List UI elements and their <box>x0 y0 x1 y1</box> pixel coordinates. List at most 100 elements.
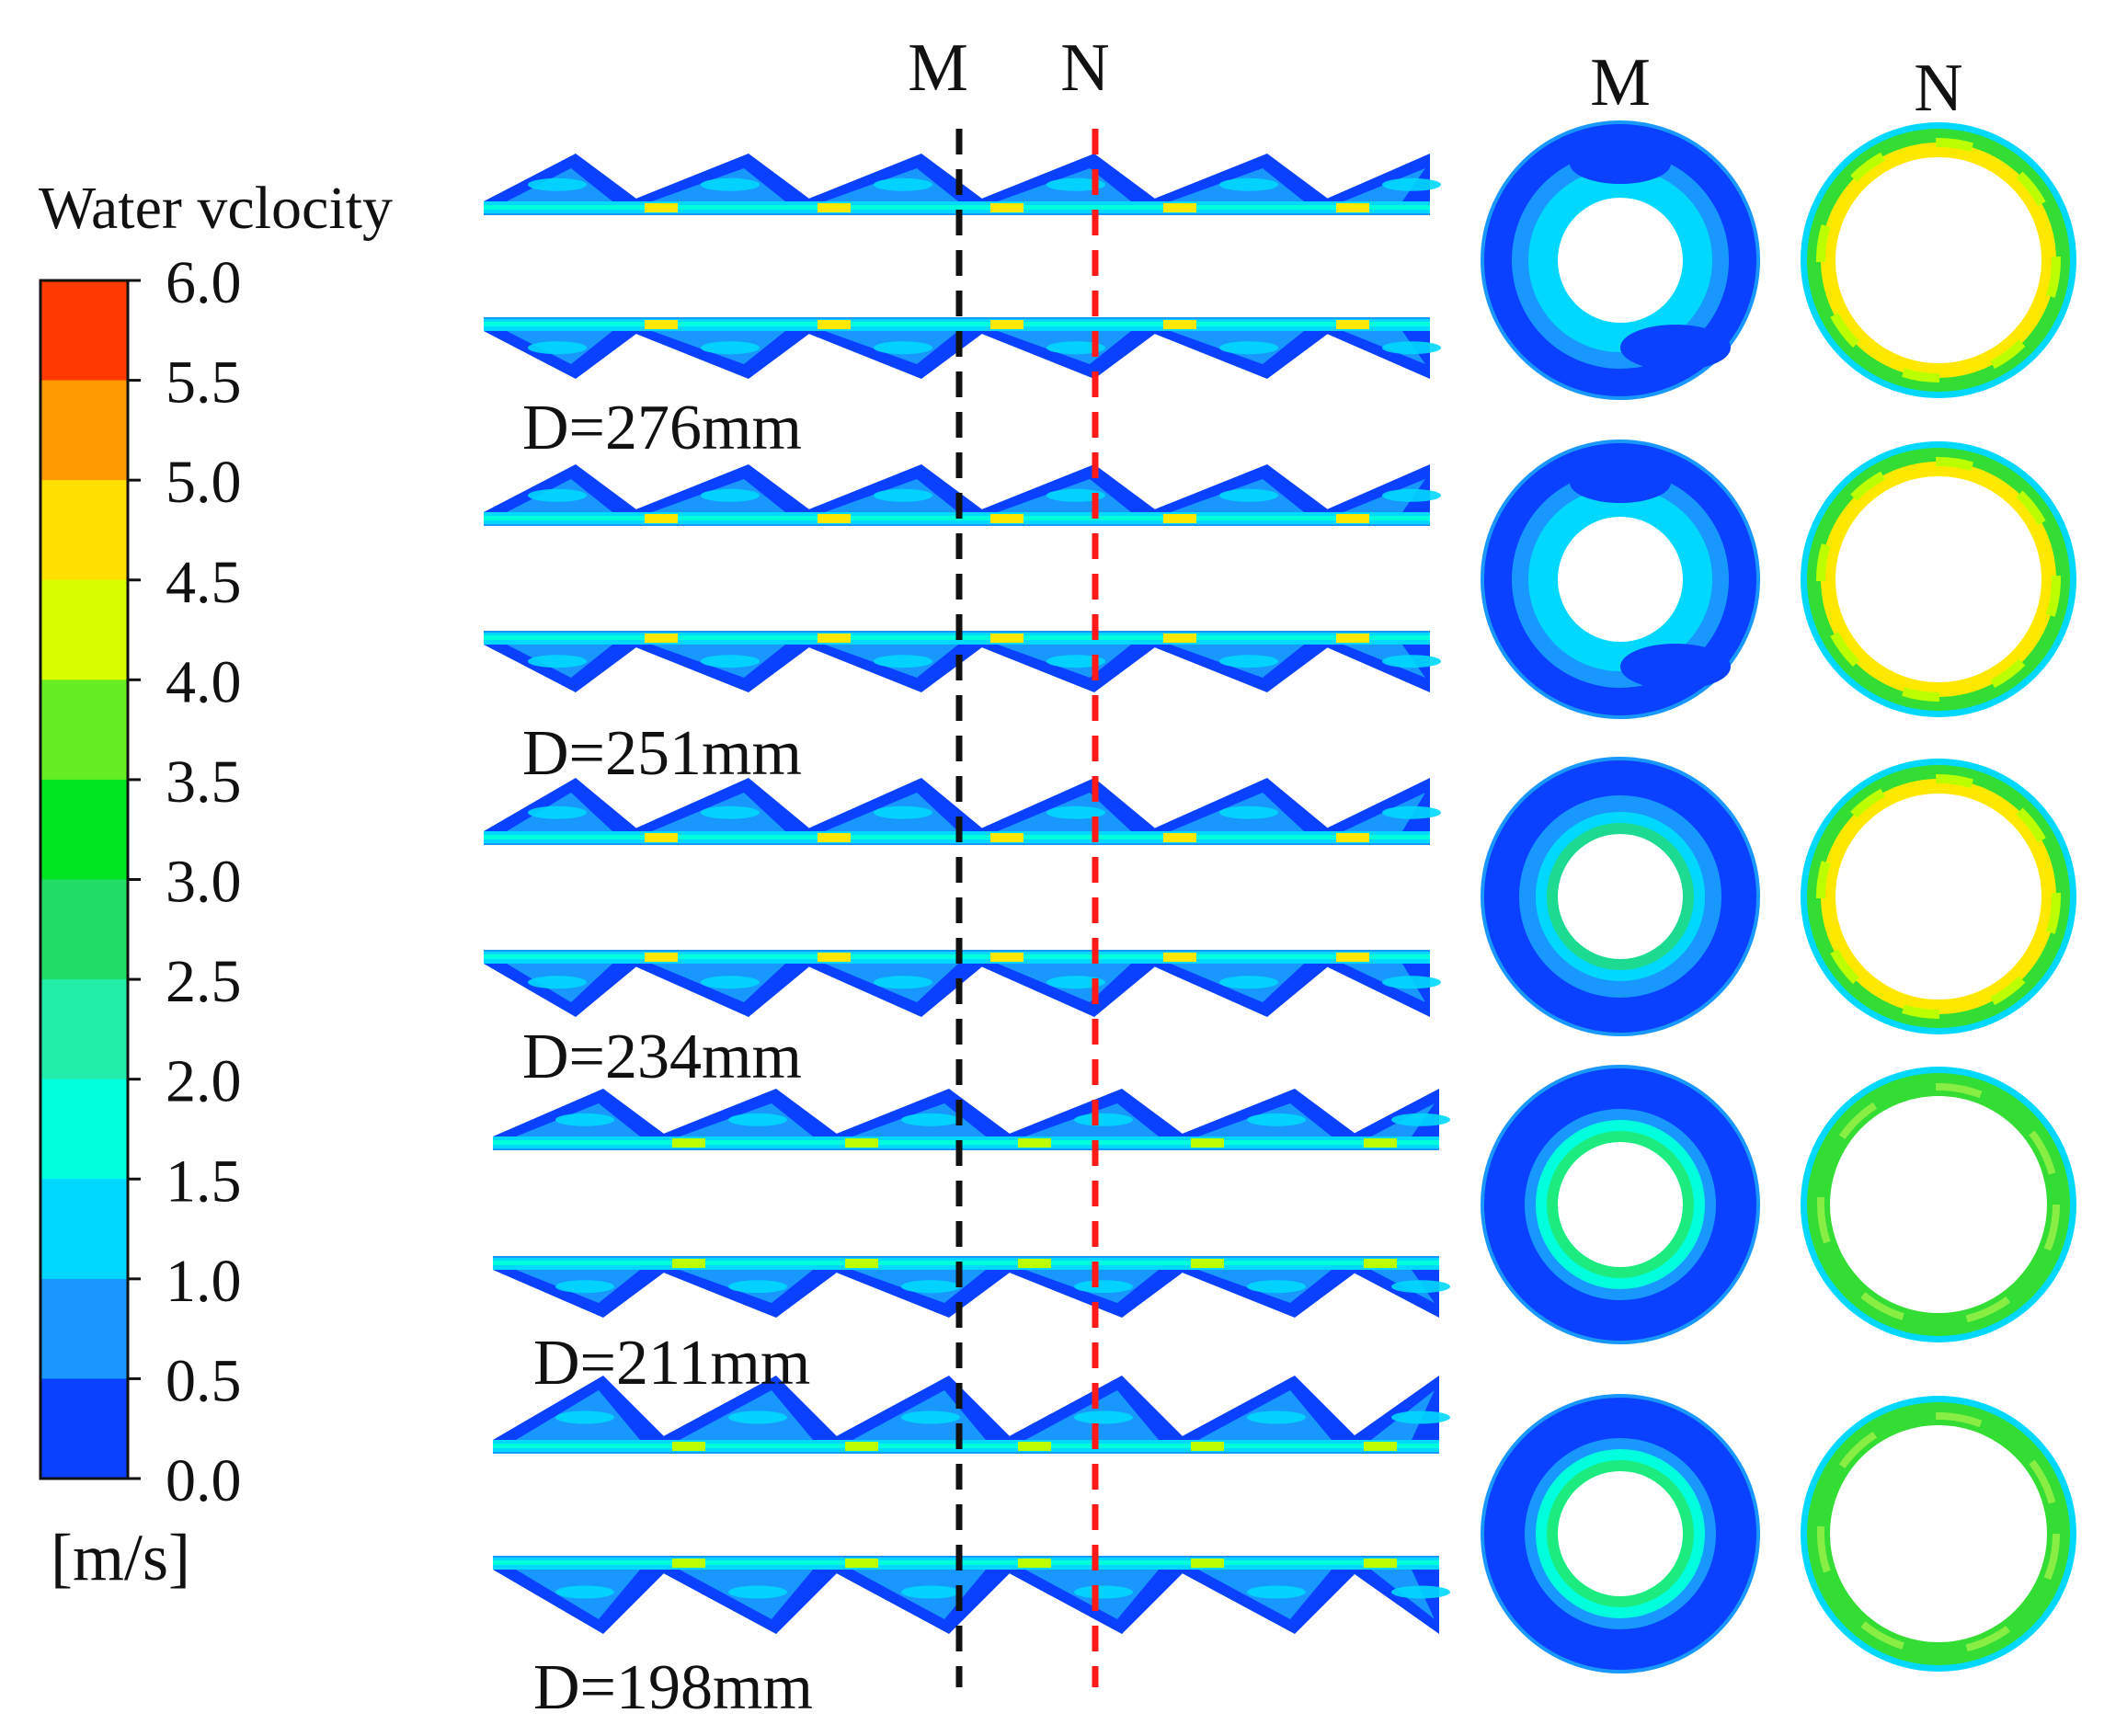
section-m-disc <box>1481 1065 1760 1344</box>
legend-tick-label: 4.0 <box>166 648 242 715</box>
flat-hotspot <box>845 1442 878 1451</box>
cavity-vortex <box>701 655 760 668</box>
cavity-vortex <box>1247 1113 1306 1126</box>
legend-tick-label: 6.0 <box>166 249 242 316</box>
disc-m-hole <box>1558 517 1683 642</box>
flat-hotspot <box>990 634 1023 643</box>
flat-hotspot <box>1336 953 1369 962</box>
cavity-vortex <box>874 976 932 989</box>
flat-hotspot <box>990 953 1023 962</box>
legend-tick-label: 5.5 <box>166 349 242 417</box>
disc-m-hole <box>1558 198 1683 323</box>
cavity-vortex <box>901 1113 960 1126</box>
cavity-vortex <box>528 488 587 502</box>
channel-core-flow <box>493 1444 1439 1448</box>
section-n-header-left: N <box>1060 30 1109 106</box>
flat-hotspot <box>1336 514 1369 523</box>
legend-tick-label: 2.0 <box>166 1048 242 1115</box>
section-n-disc <box>1801 759 2076 1034</box>
cavity-vortex <box>528 805 587 819</box>
legend-tick-labels: 6.05.55.04.54.03.53.02.52.01.51.00.50.0 <box>128 249 242 1514</box>
cavity-vortex <box>1382 488 1441 502</box>
legend-tick-label: 5.0 <box>166 449 242 516</box>
cavity-vortex <box>874 488 932 502</box>
flat-hotspot <box>1163 320 1196 329</box>
legend-tick-label: 1.5 <box>166 1148 242 1215</box>
cavity-vortex <box>1046 655 1105 668</box>
section-m-disc <box>1481 757 1760 1036</box>
channel-core-flow <box>493 1560 1439 1565</box>
section-m-header-left: M <box>908 30 968 106</box>
flat-hotspot <box>1191 1442 1224 1451</box>
cavity-vortex <box>1074 1410 1133 1424</box>
section-n-disc <box>1801 122 2076 398</box>
case-label-251: D=251mm <box>522 718 802 789</box>
cavity-vortex <box>1219 177 1278 191</box>
cavity-vortex <box>555 1280 614 1294</box>
legend-swatch <box>40 779 128 880</box>
section-m-disc <box>1481 120 1760 400</box>
cavity-vortex <box>1074 1585 1133 1599</box>
cavity-vortex <box>1046 976 1105 989</box>
legend-title: Water vclocity <box>39 175 393 242</box>
flat-hotspot <box>845 1259 878 1268</box>
cavity-vortex <box>555 1410 614 1424</box>
flat-hotspot <box>645 514 678 523</box>
cavity-vortex <box>1219 341 1278 355</box>
disc-n-hole <box>1835 157 2041 363</box>
channel-strip <box>484 950 1441 1017</box>
disc-m-slow-zone <box>1570 463 1671 503</box>
flat-hotspot <box>1364 1442 1397 1451</box>
flat-hotspot <box>645 634 678 643</box>
disc-n-hole <box>1835 476 2041 682</box>
cavity-vortex <box>901 1410 960 1424</box>
flat-hotspot <box>818 320 851 329</box>
cavity-vortex <box>1382 805 1441 819</box>
flat-hotspot <box>990 203 1023 212</box>
channel-strip <box>493 1089 1450 1150</box>
cavity-vortex <box>1074 1280 1133 1294</box>
flat-hotspot <box>645 833 678 842</box>
cavity-vortex <box>874 341 932 355</box>
flat-hotspot <box>672 1442 705 1451</box>
cavity-vortex <box>701 976 760 989</box>
section-n-disc <box>1801 1396 2076 1672</box>
legend-tick-label: 3.5 <box>166 748 242 816</box>
legend-swatch <box>40 1079 128 1180</box>
cavity-vortex <box>528 341 587 355</box>
flat-hotspot <box>1364 1259 1397 1268</box>
section-n-disc <box>1801 1067 2076 1342</box>
flat-hotspot <box>1364 1138 1397 1148</box>
cavity-vortex <box>555 1113 614 1126</box>
legend-swatch <box>40 1378 128 1479</box>
flat-hotspot <box>645 953 678 962</box>
flat-hotspot <box>1336 203 1369 212</box>
cross-section-discs <box>1481 120 2076 1673</box>
cavity-vortex <box>1391 1113 1450 1126</box>
disc-n-hole <box>1830 1425 2047 1642</box>
cavity-vortex <box>1382 976 1441 989</box>
cavity-vortex <box>728 1113 787 1126</box>
flat-hotspot <box>845 1138 878 1148</box>
flat-hotspot <box>845 1559 878 1568</box>
cavity-vortex <box>1219 488 1278 502</box>
channel-core-flow <box>484 205 1430 210</box>
cavity-vortex <box>901 1280 960 1294</box>
cavity-vortex <box>1219 805 1278 819</box>
legend-swatch <box>40 1278 128 1379</box>
legend-swatch <box>40 1179 128 1280</box>
cavity-vortex <box>1247 1585 1306 1599</box>
flat-hotspot <box>672 1138 705 1148</box>
section-m-disc <box>1481 1394 1760 1673</box>
legend-swatch <box>40 480 128 581</box>
disc-n-ring <box>1816 138 2061 383</box>
flat-hotspot <box>1191 1259 1224 1268</box>
section-n-header-right: N <box>1914 51 1962 126</box>
flat-hotspot <box>990 320 1023 329</box>
channel-core-flow <box>493 1261 1439 1265</box>
cavity-vortex <box>701 341 760 355</box>
section-n-disc <box>1801 441 2076 717</box>
disc-n-hole <box>1835 794 2041 999</box>
flat-hotspot <box>1163 953 1196 962</box>
cavity-vortex <box>874 805 932 819</box>
